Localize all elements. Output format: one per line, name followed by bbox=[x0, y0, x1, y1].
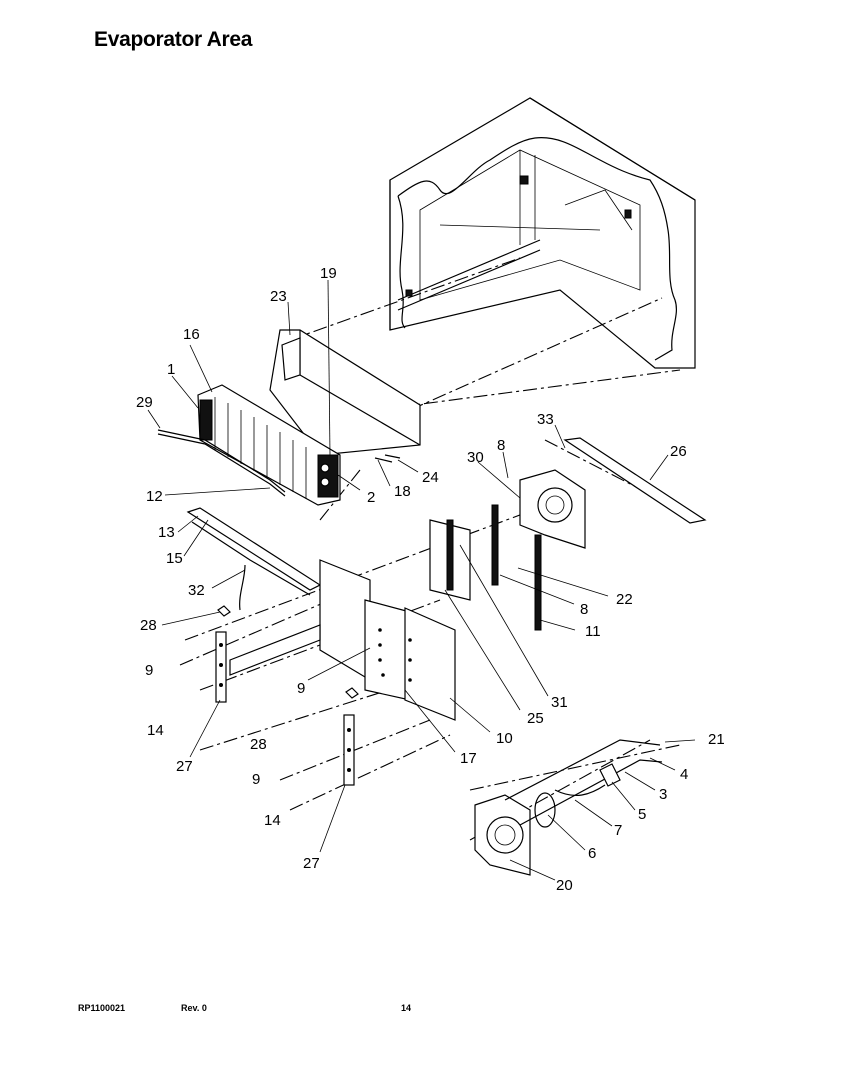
fan-motor-assembly bbox=[474, 739, 663, 876]
callout-5: 5 bbox=[638, 806, 646, 823]
callout-29: 29 bbox=[136, 394, 153, 411]
callout-18: 18 bbox=[394, 483, 411, 500]
page-number: 14 bbox=[401, 1003, 412, 1013]
callout-19: 19 bbox=[320, 265, 337, 282]
callout-27-left: 27 bbox=[176, 758, 193, 775]
callout-13: 13 bbox=[158, 524, 175, 541]
callout-27-lower: 27 bbox=[303, 855, 320, 872]
callout-28-upper: 28 bbox=[140, 617, 157, 634]
fan-housing bbox=[519, 437, 707, 549]
callout-25: 25 bbox=[527, 710, 544, 727]
callout-33: 33 bbox=[537, 411, 554, 428]
callout-8-lower: 8 bbox=[580, 601, 588, 618]
callout-21: 21 bbox=[708, 731, 725, 748]
callout-26: 26 bbox=[670, 443, 687, 460]
evaporator-coil bbox=[157, 329, 421, 611]
cabinet-liner bbox=[389, 97, 696, 369]
callout-14-lower: 14 bbox=[264, 812, 281, 829]
callout-1: 1 bbox=[167, 361, 175, 378]
callout-23: 23 bbox=[270, 288, 287, 305]
callout-17: 17 bbox=[460, 750, 477, 767]
callout-numbers: 1 16 23 19 29 2 18 24 12 13 15 32 28 9 9… bbox=[136, 265, 725, 894]
callout-16: 16 bbox=[183, 326, 200, 343]
callout-24: 24 bbox=[422, 469, 439, 486]
callout-11: 11 bbox=[585, 623, 601, 640]
panel-holes bbox=[378, 628, 412, 682]
callout-4: 4 bbox=[680, 766, 688, 783]
callout-7: 7 bbox=[614, 822, 622, 839]
callout-9-left: 9 bbox=[145, 662, 153, 679]
callout-20: 20 bbox=[556, 877, 573, 894]
bracket-left bbox=[215, 624, 321, 703]
callout-32: 32 bbox=[188, 582, 205, 599]
callout-9-mid: 9 bbox=[297, 680, 305, 697]
callout-2: 2 bbox=[367, 489, 375, 506]
callout-6: 6 bbox=[588, 845, 596, 862]
bracket-right bbox=[343, 714, 355, 786]
callout-31: 31 bbox=[551, 694, 568, 711]
clip-28-lower bbox=[345, 687, 359, 699]
callout-8-upper: 8 bbox=[497, 437, 505, 454]
revision-label: Rev. 0 bbox=[181, 1003, 207, 1013]
evaporator-panels bbox=[319, 504, 542, 721]
callout-3: 3 bbox=[659, 786, 667, 803]
leader-lines bbox=[147, 279, 696, 881]
page-title: Evaporator Area bbox=[94, 28, 253, 51]
coil-fins bbox=[214, 397, 307, 499]
callout-9-lower: 9 bbox=[252, 771, 260, 788]
clip-28-upper bbox=[217, 605, 231, 617]
callout-15: 15 bbox=[166, 550, 183, 567]
callout-12: 12 bbox=[146, 488, 163, 505]
callout-10: 10 bbox=[496, 730, 513, 747]
callout-22: 22 bbox=[616, 591, 633, 608]
doc-number: RP1100021 bbox=[78, 1003, 126, 1013]
callout-14-left: 14 bbox=[147, 722, 164, 739]
callout-30: 30 bbox=[467, 449, 484, 466]
callout-28-lower: 28 bbox=[250, 736, 267, 753]
